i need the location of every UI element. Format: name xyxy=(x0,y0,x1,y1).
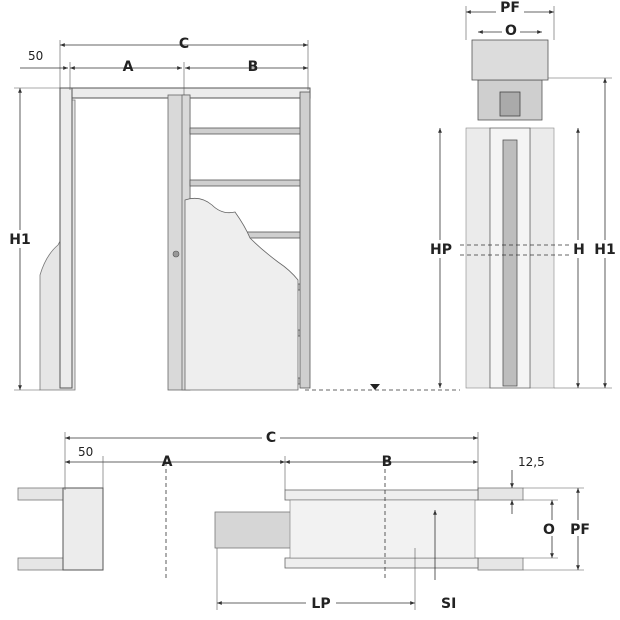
label-b-plan: B xyxy=(382,454,393,470)
label-o-plan: O xyxy=(543,522,555,538)
label-h1-section: H1 xyxy=(594,242,615,258)
plan-wall-right-top xyxy=(477,487,524,501)
label-12-5-plan: 12,5 xyxy=(518,455,545,469)
label-c-front: C xyxy=(179,36,189,52)
plan-wall-left-bottom xyxy=(17,557,64,571)
plan-pocket-core xyxy=(289,499,476,559)
section-door xyxy=(502,139,518,387)
label-bg xyxy=(540,520,560,536)
section-roller xyxy=(499,91,521,117)
pocket-rail-1 xyxy=(189,127,306,135)
front-elevation: C A B 50 H1 xyxy=(6,36,460,391)
label-bg xyxy=(592,240,618,258)
label-pf-section: PF xyxy=(500,0,520,16)
section-plaster-right xyxy=(529,127,555,389)
label-bg xyxy=(570,240,586,258)
label-a-front: A xyxy=(123,59,134,75)
door-handle xyxy=(172,250,180,258)
plan-view: C 50 A B 12,5 O PF LP SI xyxy=(17,428,594,612)
label-b-front: B xyxy=(248,59,259,75)
label-bg xyxy=(566,520,594,536)
label-hp-section: HP xyxy=(430,242,452,258)
label-a-plan: A xyxy=(162,454,173,470)
section-plaster-left xyxy=(465,127,491,389)
plan-board-bottom xyxy=(284,557,479,569)
label-h-section: H xyxy=(573,242,585,258)
plan-wall-left-top xyxy=(17,487,64,501)
frame-left-jamb xyxy=(59,87,73,389)
label-bg xyxy=(6,230,34,248)
plan-frame-left xyxy=(62,487,104,571)
label-h1-front: H1 xyxy=(9,232,30,248)
label-bg xyxy=(496,0,524,14)
plasterboard-front xyxy=(184,197,299,391)
label-bg xyxy=(262,428,280,444)
plan-board-top xyxy=(284,489,479,501)
section-header xyxy=(471,39,549,81)
label-bg xyxy=(306,594,336,610)
pocket-rail-2 xyxy=(189,179,306,187)
label-o-section: O xyxy=(505,23,517,39)
label-si-plan: SI xyxy=(441,596,456,612)
plan-wall-right-bottom xyxy=(477,557,524,571)
label-lp-plan: LP xyxy=(311,596,330,612)
pocket-right-jamb xyxy=(299,91,311,389)
side-section: PF O HP H H1 xyxy=(428,0,618,389)
label-bg xyxy=(502,22,520,36)
floor-marker xyxy=(370,384,380,390)
label-50-front: 50 xyxy=(28,49,43,63)
label-bg xyxy=(428,240,454,258)
label-pf-plan: PF xyxy=(570,522,590,538)
label-50-plan: 50 xyxy=(78,445,93,459)
label-c-plan: C xyxy=(266,430,276,446)
